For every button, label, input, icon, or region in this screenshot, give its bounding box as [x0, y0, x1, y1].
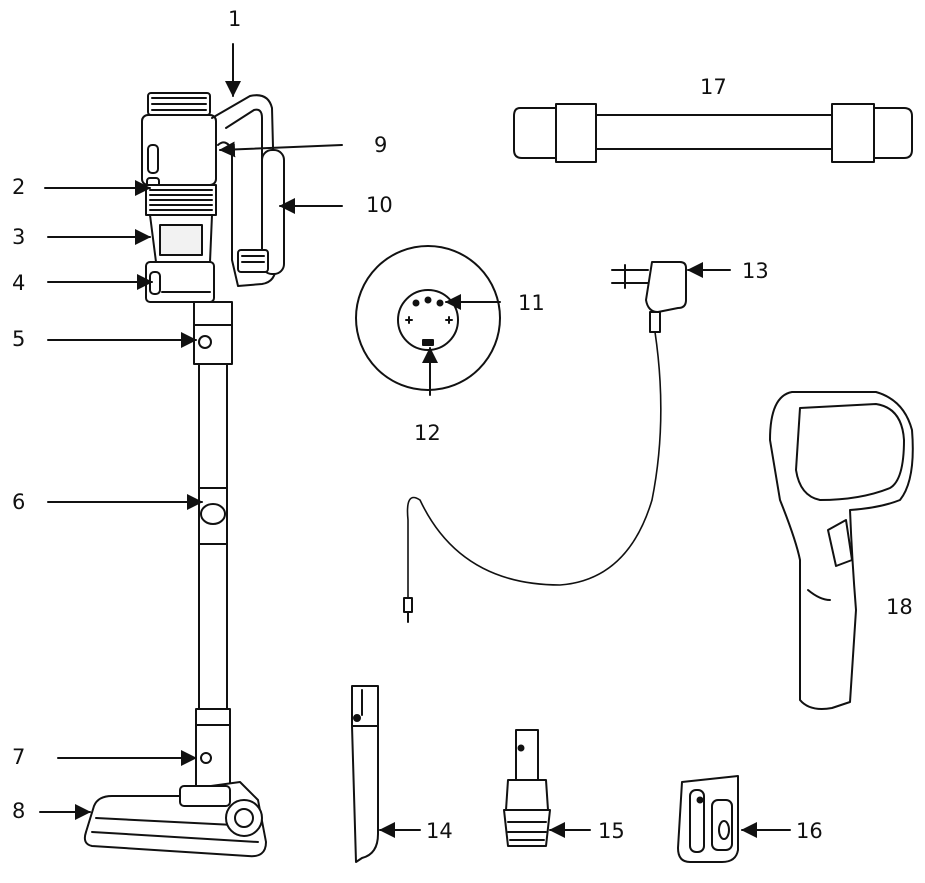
label-7: 7 [12, 745, 25, 769]
label-5: 5 [12, 327, 25, 351]
vacuum-main-unit [83, 92, 285, 858]
label-16: 16 [796, 819, 823, 843]
label-9: 9 [374, 133, 387, 157]
accessory-14-crevice-tool [351, 685, 379, 863]
label-6: 6 [12, 490, 25, 514]
label-15: 15 [598, 819, 625, 843]
label-4: 4 [12, 271, 25, 295]
charging-socket-detail [355, 245, 501, 391]
accessory-18-handheld [769, 391, 914, 710]
part-number-labels: 1 2 3 4 5 6 7 8 9 10 11 12 13 14 15 16 1… [12, 7, 913, 843]
charger-adapter [403, 261, 687, 623]
label-8: 8 [12, 799, 25, 823]
label-17: 17 [700, 75, 727, 99]
label-1: 1 [228, 7, 241, 31]
label-11: 11 [518, 291, 545, 315]
label-3: 3 [12, 225, 25, 249]
accessory-16-wall-bracket [677, 775, 739, 863]
label-14: 14 [426, 819, 453, 843]
label-13: 13 [742, 259, 769, 283]
label-10: 10 [366, 193, 393, 217]
label-18: 18 [886, 595, 913, 619]
label-12: 12 [414, 421, 441, 445]
accessory-15-dusting-brush [503, 729, 551, 847]
leader-arrows [39, 43, 791, 838]
accessory-17-strap [513, 103, 913, 163]
label-2: 2 [12, 175, 25, 199]
